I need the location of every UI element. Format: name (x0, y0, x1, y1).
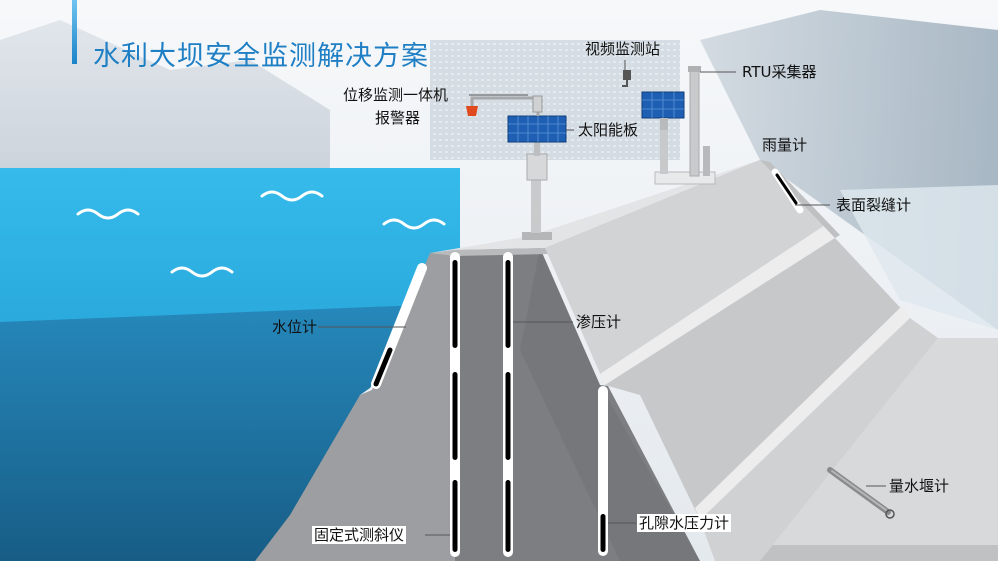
label-inclinometer: 固定式测斜仪 (312, 526, 407, 544)
leader-lines (318, 60, 886, 536)
crack-meter (771, 168, 804, 214)
water-level-gauge (371, 263, 427, 389)
title-accent (72, 0, 77, 64)
dam-downstream-slope-2 (605, 238, 910, 520)
dam-core-shadow (520, 248, 700, 561)
wave-3 (382, 218, 446, 230)
wave-4 (170, 266, 234, 278)
solar-monitoring-station (466, 95, 567, 240)
downstream-ground-face (760, 545, 998, 561)
label-solar: 太阳能板 (578, 121, 639, 139)
pore-pressure-tube (598, 386, 608, 556)
dam-upstream-face (255, 250, 455, 561)
river-background (840, 185, 998, 330)
dam-downstream-slope-3 (700, 318, 938, 561)
downstream-ground (760, 338, 998, 561)
alarm-light (466, 106, 478, 116)
rain-gauge-body (703, 146, 710, 176)
dam-berm-2 (695, 305, 910, 520)
label-crack-meter: 表面裂缝计 (836, 196, 912, 214)
label-rain-gauge: 雨量计 (762, 136, 808, 154)
dam-core-left (455, 248, 700, 561)
label-weir-meter: 量水堰计 (889, 477, 950, 495)
dam-downstream-slope (545, 160, 835, 385)
page-title: 水利大坝安全监测解决方案 (93, 41, 429, 72)
water-surface (0, 168, 460, 328)
rtu-pole (689, 67, 700, 177)
label-rtu: RTU采集器 (742, 63, 817, 81)
video-station (622, 66, 716, 185)
label-alarm: 报警器 (375, 109, 421, 127)
wave-1 (76, 208, 140, 220)
label-water-level: 水位计 (272, 318, 318, 336)
label-pore-pressure: 孔隙水压力计 (637, 514, 732, 532)
label-displacement: 位移监测一体机 (343, 86, 449, 104)
inclinometer-tube-1 (450, 252, 460, 557)
inclinometer-tube-2 (503, 252, 513, 557)
label-osmometer: 渗压计 (576, 313, 622, 331)
weir-meter (827, 467, 895, 519)
solar-panel-crest (507, 115, 567, 143)
dam-berm-1 (600, 223, 835, 385)
wave-2 (260, 190, 324, 202)
mountain-left (0, 20, 330, 170)
label-video-station: 视频监测站 (585, 40, 661, 58)
